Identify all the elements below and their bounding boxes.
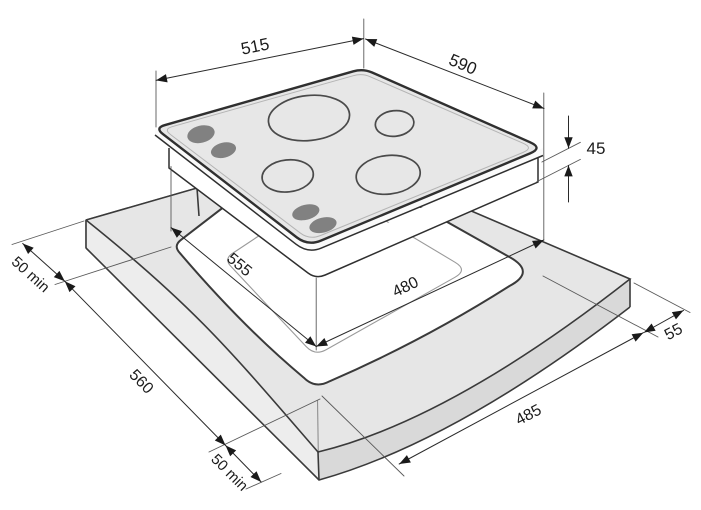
label-hob-depth: 590 [446, 50, 480, 79]
dim-line-560 [64, 280, 226, 446]
ext-45-top [541, 141, 581, 163]
ext-45-bottom [536, 158, 581, 183]
worktop-corner-verticals [85, 187, 631, 481]
dim-line-590 [365, 38, 545, 109]
dim-line-555 [170, 227, 317, 347]
dim-line-50min-left [22, 243, 66, 282]
ext-worktop-south-right [321, 395, 405, 477]
label-tub-depth: 480 [390, 274, 422, 301]
ext-cutout-west [54, 246, 172, 285]
label-front-clearance: 50 min [207, 451, 251, 495]
ext-cutout-east [542, 275, 659, 338]
ext-worktop-west [11, 220, 85, 245]
burner-small [374, 109, 415, 138]
label-hob-width: 515 [239, 34, 271, 58]
hob [154, 68, 544, 278]
knob-front-1 [292, 204, 320, 221]
hob-glass-bevel-line [166, 74, 529, 238]
dim-line-485 [398, 332, 644, 465]
burner-large [267, 94, 351, 142]
dim-line-55 [643, 309, 684, 333]
label-hob-height: 45 [587, 139, 606, 158]
ext-worktop-south-left [245, 473, 282, 490]
burner-medium-left [261, 158, 315, 193]
cutout-corner-wall-line [316, 399, 319, 453]
dim-line-515 [155, 36, 364, 83]
worktop-top-surface [86, 146, 630, 452]
ext-worktop-east [633, 282, 691, 313]
ext-cutout-south [208, 398, 321, 453]
label-edge-distance: 55 [662, 321, 686, 344]
worktop-front-right-face [318, 279, 630, 480]
dim-line-480 [315, 239, 545, 347]
label-cutout-width: 560 [126, 367, 157, 398]
knob-left-1 [187, 125, 215, 144]
worktop-front-left-face [86, 220, 319, 480]
label-cutout-depth: 485 [513, 402, 545, 430]
dim-line-50min-front [225, 444, 262, 483]
burner-medium-right [355, 154, 422, 196]
label-tub-width: 555 [223, 250, 254, 280]
knob-left-2 [210, 142, 237, 159]
label-side-clearance: 50 min [8, 253, 53, 296]
